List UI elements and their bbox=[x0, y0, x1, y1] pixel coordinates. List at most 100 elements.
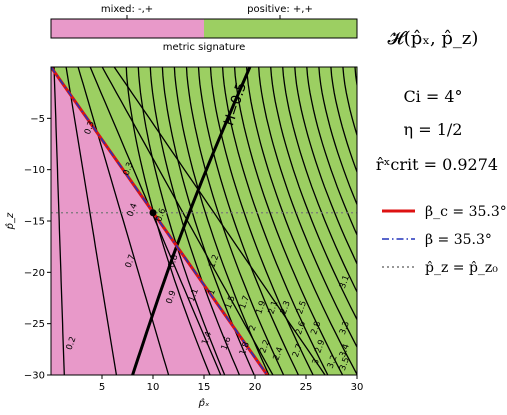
x-tick-label: 10 bbox=[147, 382, 160, 393]
contour-line bbox=[137, 67, 226, 375]
contour-label: 1.1 bbox=[187, 287, 201, 303]
bold-contour-H-0.5 bbox=[131, 67, 252, 375]
contour-line bbox=[318, 67, 357, 207]
contour-label: 0.8 bbox=[167, 253, 181, 269]
legend-label-beta: β = 35.3° bbox=[425, 232, 492, 248]
x-tick-label: 30 bbox=[351, 382, 364, 393]
y-tick-label: −30 bbox=[24, 371, 45, 382]
contour-label: 0.4 bbox=[126, 202, 140, 218]
contour-label: 1.2 bbox=[207, 253, 221, 269]
contour-label: 2.1 bbox=[267, 300, 281, 316]
contour-label: 0.3 bbox=[122, 161, 136, 177]
critical-point-marker bbox=[149, 209, 157, 217]
contour-line bbox=[379, 67, 507, 375]
contour-line bbox=[294, 67, 357, 266]
contour-line bbox=[65, 67, 118, 375]
ci-value: Ci = 4° bbox=[403, 87, 462, 106]
contour-line bbox=[149, 67, 240, 375]
contour-line bbox=[173, 67, 270, 375]
contour-line bbox=[258, 67, 357, 349]
rcrit-value: r̂ˣcrit = 0.9274 bbox=[376, 155, 498, 174]
contour-line bbox=[209, 67, 314, 375]
contour-label: 2.2 bbox=[258, 339, 272, 355]
contour-label: 2.6 bbox=[294, 320, 308, 336]
contour-line bbox=[354, 67, 357, 89]
contour-label: 3.4 bbox=[338, 343, 352, 359]
contour-label: 1.6 bbox=[220, 335, 234, 351]
contour-plot: 0.2 0.3 0.3 0.4 0.6 0.7 0.8 0.9 1 1.1 1.2 1.4 1.5 1.6… bbox=[4, 66, 507, 409]
contour-line bbox=[245, 67, 357, 375]
y-axis-label: p̂_z bbox=[4, 212, 16, 230]
contour-line bbox=[77, 67, 170, 375]
x-tick-label: 5 bbox=[99, 382, 105, 393]
x-axis-ticks: 5 10 15 20 25 30 bbox=[99, 375, 364, 393]
contour-label: 2.3 bbox=[279, 300, 293, 316]
contour-line bbox=[197, 67, 299, 375]
colorbar-tick-label-positive: positive: +,+ bbox=[247, 4, 313, 15]
contour-label: 3.5 bbox=[338, 356, 352, 372]
contour-label: 3.3 bbox=[338, 320, 352, 336]
contour-line bbox=[282, 67, 357, 294]
contour-line bbox=[342, 67, 357, 138]
x-tick-label: 15 bbox=[198, 382, 211, 393]
contour-label: 0.9 bbox=[165, 289, 179, 305]
beta-line bbox=[51, 67, 268, 375]
colorbar-segment-mixed bbox=[51, 19, 204, 38]
y-axis-ticks: −5 −10 −15 −20 −25 −30 bbox=[24, 114, 51, 382]
contour-line bbox=[125, 67, 211, 375]
colorbar-label: metric signature bbox=[163, 42, 246, 53]
contour-label: 1.9 bbox=[254, 300, 268, 316]
colorbar: mixed: -,+ positive: +,+ metric signatur… bbox=[50, 4, 358, 53]
contour-label: 3.1 bbox=[338, 274, 352, 290]
contour-label: 0.6 bbox=[154, 207, 168, 223]
contour-label: 0.3 bbox=[83, 120, 97, 136]
contour-label: 1.5 bbox=[224, 294, 238, 310]
x-axis-label: p̂ₓ bbox=[198, 397, 210, 409]
contour-line bbox=[89, 67, 222, 375]
contour-line bbox=[403, 67, 507, 375]
y-tick-label: −10 bbox=[24, 165, 45, 176]
contour-label: 2 bbox=[247, 324, 258, 333]
contour-label: 2.8 bbox=[309, 320, 323, 336]
y-tick-label: −5 bbox=[30, 114, 45, 125]
contour-line bbox=[233, 67, 344, 375]
contour-line bbox=[185, 67, 285, 375]
legend-label-beta-c: β_c = 35.3° bbox=[425, 204, 507, 220]
contour-line bbox=[391, 67, 507, 375]
legend: β_c = 35.3° β = 35.3° p̂_z = p̂_z₀ bbox=[382, 204, 507, 276]
colorbar-segment-positive bbox=[204, 19, 357, 38]
figure-title: 𝓗(p̂ₓ, p̂_z) bbox=[388, 28, 479, 49]
contour-label: 3.2 bbox=[326, 354, 340, 370]
colorbar-border bbox=[50, 18, 358, 39]
contour-line bbox=[270, 67, 357, 321]
legend-label-pz0: p̂_z = p̂_z₀ bbox=[425, 260, 498, 276]
contour-line bbox=[330, 67, 357, 174]
contour-line bbox=[415, 67, 507, 375]
contour-labels: 0.2 0.3 0.3 0.4 0.6 0.7 0.8 0.9 1 1.1 1.2 1.4 1.5 1.6… bbox=[65, 120, 352, 372]
contour-label: 1 bbox=[207, 288, 218, 297]
contour-label: 1.4 bbox=[200, 330, 214, 346]
y-tick-label: −20 bbox=[24, 268, 45, 279]
eta-value: η = 1/2 bbox=[404, 120, 463, 139]
y-tick-label: −25 bbox=[24, 319, 45, 330]
contour-label: 3 bbox=[311, 358, 322, 367]
contour-label: 2.5 bbox=[295, 300, 309, 316]
contour-line bbox=[221, 67, 329, 375]
contour-label: 0.2 bbox=[65, 335, 79, 351]
contour-line bbox=[53, 67, 65, 375]
contour-line bbox=[113, 67, 326, 375]
y-tick-label: −15 bbox=[24, 217, 45, 228]
colorbar-tick-label-mixed: mixed: -,+ bbox=[101, 4, 153, 15]
contour-line bbox=[427, 67, 507, 375]
contour-label: 2.9 bbox=[313, 339, 327, 355]
contour-label: 2.7 bbox=[291, 343, 305, 359]
contour-line bbox=[306, 67, 357, 237]
contour-label: 2.4 bbox=[272, 346, 286, 362]
x-tick-label: 20 bbox=[249, 382, 262, 393]
contour-label: 0.7 bbox=[124, 253, 138, 269]
contour-label: 1.7 bbox=[238, 294, 252, 310]
x-tick-label: 25 bbox=[300, 382, 313, 393]
contour-line bbox=[367, 67, 505, 375]
contour-label: 1.8 bbox=[238, 341, 252, 357]
